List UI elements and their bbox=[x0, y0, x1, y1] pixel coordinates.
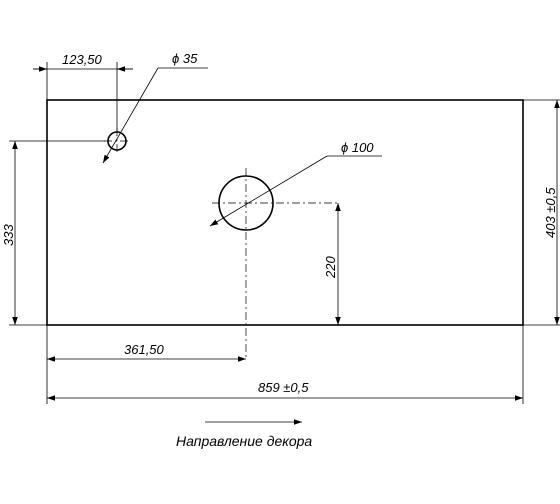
dim-220-label: 220 bbox=[323, 256, 338, 279]
dim-403-label: 403 ±0,5 bbox=[543, 187, 558, 238]
decor-direction-caption: Направление декора bbox=[176, 433, 312, 449]
dim-333-label: 333 bbox=[1, 224, 16, 246]
phi35-leader bbox=[102, 67, 159, 164]
dim-361-label: 361,50 bbox=[124, 342, 165, 357]
phi100-leader bbox=[209, 155, 328, 227]
phi35-label: ϕ 35 bbox=[172, 51, 198, 66]
phi100-label: ϕ 100 bbox=[341, 140, 374, 155]
panel-outline bbox=[46, 99, 524, 326]
dim-123-label: 123,50 bbox=[62, 52, 103, 67]
dim-859-label: 859 ±0,5 bbox=[258, 380, 309, 395]
